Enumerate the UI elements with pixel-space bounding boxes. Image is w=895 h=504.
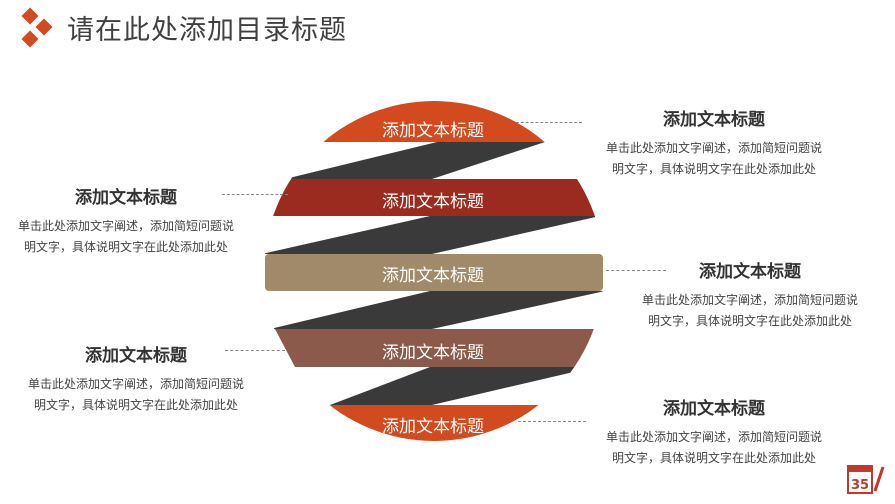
page-number: 35 (851, 478, 869, 493)
item-title: 添加文本标题 (85, 346, 187, 366)
calendar-pen-icon: 35 (847, 465, 885, 494)
band-label-3: 添加文本标题 (382, 266, 484, 286)
item-desc: 单击此处添加文字阐述，添加简短问题说明文字，具体说明文字在此处添加此处 (605, 141, 822, 176)
band-3 (265, 254, 603, 291)
leader-line (222, 194, 288, 195)
item-desc: 单击此处添加文字阐述，添加简短问题说明文字，具体说明文字在此处添加此处 (605, 430, 822, 465)
leader-line (516, 122, 582, 123)
text-block-1: 添加文本标题 单击此处添加文字阐述，添加简短问题说明文字，具体说明文字在此处添加… (604, 105, 824, 180)
connector-2 (264, 216, 600, 254)
text-block-2: 添加文本标题 单击此处添加文字阐述，添加简短问题说明文字，具体说明文字在此处添加… (16, 183, 236, 258)
connector-3 (270, 291, 604, 329)
item-title: 添加文本标题 (663, 110, 765, 130)
band-label-4: 添加文本标题 (382, 343, 484, 363)
band-label-2: 添加文本标题 (382, 192, 484, 212)
leader-line (518, 421, 586, 422)
page-title: 请在此处添加目录标题 (67, 15, 347, 46)
text-block-5: 添加文本标题 单击此处添加文字阐述，添加简短问题说明文字，具体说明文字在此处添加… (604, 394, 824, 469)
connector-4 (330, 367, 595, 405)
text-block-3: 添加文本标题 单击此处添加文字阐述，添加简短问题说明文字，具体说明文字在此处添加… (640, 257, 860, 332)
band-label-1: 添加文本标题 (382, 121, 484, 141)
diamond-logo-icon (21, 7, 53, 48)
leader-line (606, 270, 666, 271)
item-title: 添加文本标题 (699, 262, 801, 282)
text-block-4: 添加文本标题 单击此处添加文字阐述，添加简短问题说明文字，具体说明文字在此处添加… (26, 341, 246, 416)
connector-1 (285, 142, 545, 179)
leader-line (225, 350, 285, 351)
item-title: 添加文本标题 (75, 188, 177, 208)
band-4 (275, 329, 595, 367)
item-desc: 单击此处添加文字阐述，添加简短问题说明文字，具体说明文字在此处添加此处 (27, 377, 244, 412)
band-label-5: 添加文本标题 (382, 417, 484, 437)
item-desc: 单击此处添加文字阐述，添加简短问题说明文字，具体说明文字在此处添加此处 (641, 293, 858, 328)
band-2 (270, 179, 600, 216)
item-desc: 单击此处添加文字阐述，添加简短问题说明文字，具体说明文字在此处添加此处 (17, 219, 234, 254)
item-title: 添加文本标题 (663, 399, 765, 419)
